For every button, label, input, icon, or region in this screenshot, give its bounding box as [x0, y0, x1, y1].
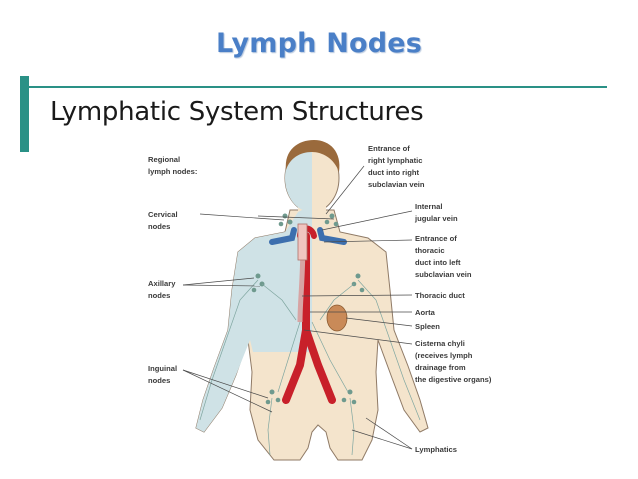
lymphatic-vessels: [199, 279, 421, 456]
spleen: [326, 304, 348, 332]
leader-lines: [182, 165, 413, 450]
left-labels: Regional lymph nodes: Cervical nodes Axi…: [148, 155, 197, 385]
subclavian-veins: [269, 227, 347, 245]
right-drainage-region: [196, 145, 312, 432]
label-spleen: Spleen: [415, 322, 440, 331]
right-labels: Entrance of right lymphatic duct into ri…: [368, 144, 492, 454]
label-cisterna-chyli: Cisterna chyli (receives lymph drainage …: [415, 339, 492, 384]
label-lymphatics: Lymphatics: [415, 445, 457, 454]
label-internal-jugular-vein: Internal jugular vein: [414, 202, 458, 223]
label-entrance-right-lymphatic-duct: Entrance of right lymphatic duct into ri…: [368, 144, 425, 189]
label-aorta: Aorta: [415, 308, 436, 317]
trachea: [297, 223, 308, 261]
hair: [285, 140, 340, 172]
title-rule: [29, 86, 607, 88]
label-inguinal-nodes: Inguinal nodes: [148, 364, 179, 385]
accent-bar: [20, 76, 29, 152]
label-cervical-nodes: Cervical nodes: [148, 210, 180, 231]
slide-title: Lymph Nodes: [215, 28, 423, 59]
label-thoracic-duct: Thoracic duct: [415, 291, 465, 300]
slide-subtitle: Lymphatic System Structures: [50, 97, 424, 127]
label-regional-lymph-nodes: Regional lymph nodes:: [148, 155, 197, 176]
label-entrance-thoracic-duct: Entrance of thoracic duct into left subc…: [415, 234, 472, 279]
label-axillary-nodes: Axillary nodes: [148, 279, 178, 300]
